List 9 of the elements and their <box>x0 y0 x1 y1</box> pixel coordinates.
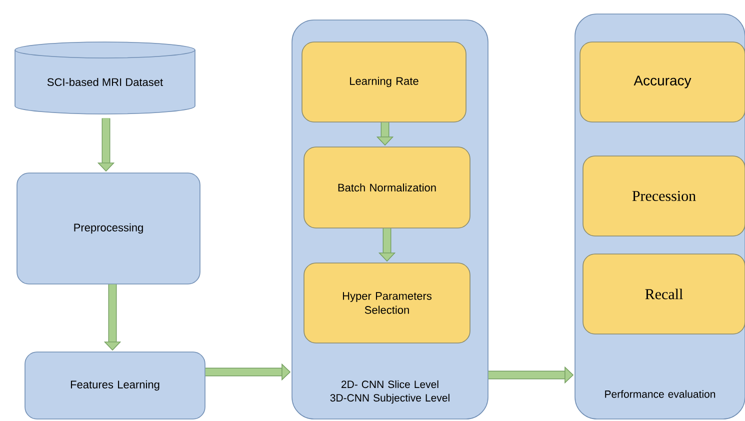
parameter-box: Recall <box>582 254 745 334</box>
process-box: Features Learning <box>24 352 206 420</box>
parameter-box: Learning Rate <box>302 42 466 122</box>
parameter-box: Precession <box>582 156 745 236</box>
parameter-box: Hyper Parameters Selection <box>304 262 470 344</box>
cylinder: SCI-based MRI Dataset <box>14 42 196 114</box>
parameter-box: Accuracy <box>580 42 745 122</box>
process-box: Preprocessing <box>16 172 200 284</box>
parameter-box: Batch Normalization <box>304 146 470 228</box>
